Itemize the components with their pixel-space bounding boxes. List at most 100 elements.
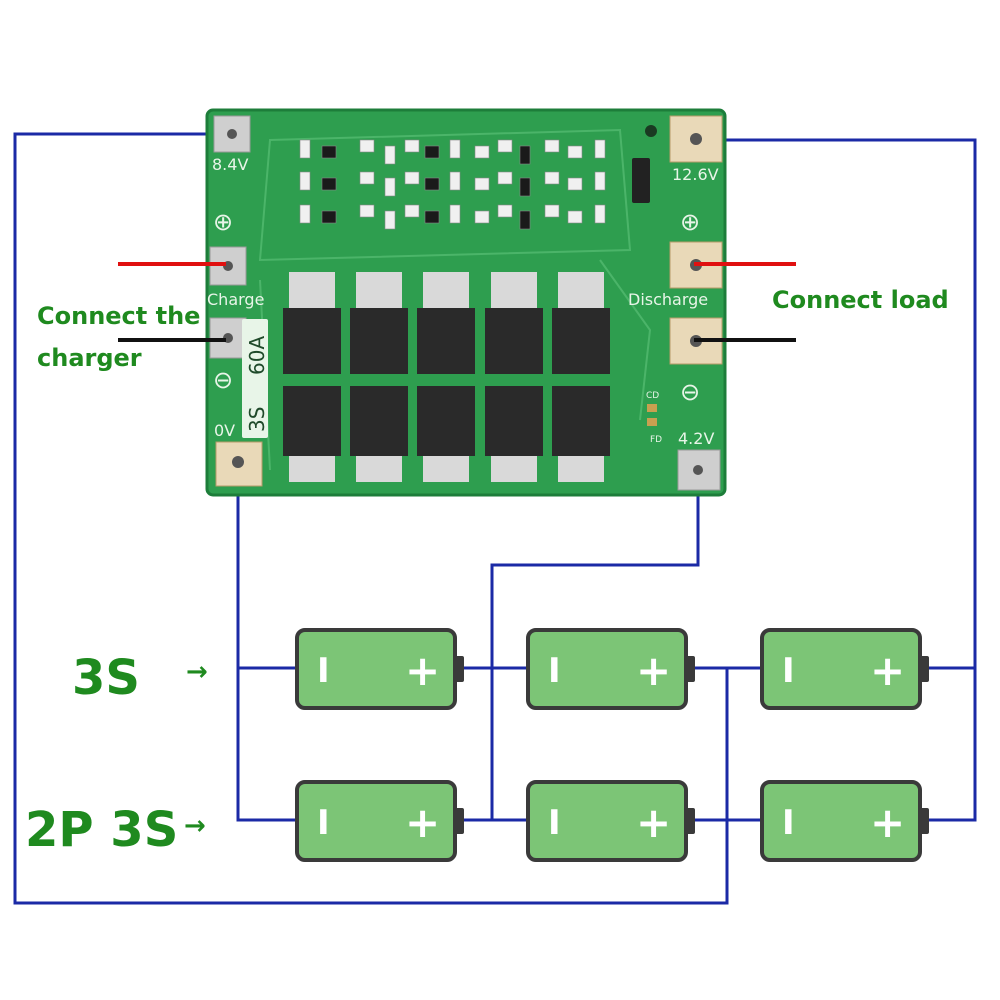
mosfet [552,308,610,374]
mosfet-tab [356,456,402,482]
mosfet-tab [491,456,537,482]
smd-part [424,210,440,224]
model-series: 3S [245,407,269,432]
smd-part [544,139,560,153]
plus-symbol-right: ⊕ [680,208,700,236]
wire-4v2 [490,470,700,820]
label-0v: 0V [214,421,235,440]
smd-components [299,139,606,230]
mosfet-tab [289,272,335,308]
wire-0v [236,462,297,822]
model-label: 3S [242,376,269,438]
battery-cell: I+ [526,628,695,710]
battery-cell: I+ [760,628,929,710]
smd-part [384,145,396,165]
smd-part [449,204,461,224]
battery-terminal [920,808,929,834]
wiring [13,132,977,905]
smd-part [519,145,531,165]
smd-part [384,210,396,230]
battery-plus-sign: + [870,646,905,695]
model-current: 60A [245,336,269,375]
smd-part [519,210,531,230]
chip [632,158,650,203]
battery-minus-sign: I [548,651,561,691]
mosfet-tab [558,272,604,308]
smd-part [299,139,311,159]
mosfet [417,308,475,374]
label-12v6: 12.6V [672,165,719,184]
mosfet [485,308,543,374]
battery-minus-sign: I [317,803,330,843]
smd-part [359,171,375,185]
smd-part [321,177,337,191]
mosfet [552,386,610,456]
label-8v4: 8.4V [212,155,248,174]
battery-cell: I+ [760,780,929,862]
smd-part [424,177,440,191]
mosfet [283,386,341,456]
battery-terminal [920,656,929,682]
smd-part [567,177,583,191]
smd-part [474,145,490,159]
minus-symbol-right: ⊖ [680,378,700,406]
connect-charger-line2: charger [37,344,142,372]
smd-part [594,139,606,159]
battery-plus-sign: + [405,646,440,695]
smd-part [404,139,420,153]
smd-part [519,177,531,197]
smd-part [321,145,337,159]
row-3s-label: 3S [72,650,140,706]
row-3s-arrow: → [186,657,208,687]
mount-hole [645,125,657,137]
smd-part [544,171,560,185]
smd-part [321,210,337,224]
label-4v2: 4.2V [678,429,714,448]
smd-part [424,145,440,159]
smd-part [474,210,490,224]
smd-part [497,204,513,218]
mosfet [350,386,408,456]
smd-part [299,204,311,224]
battery-plus-sign: + [636,646,671,695]
smd-part [567,210,583,224]
wire-12v6 [710,138,977,822]
smd-part [474,177,490,191]
mosfet-tab [423,272,469,308]
battery-terminal [455,808,464,834]
mosfet-tab [491,272,537,308]
bms-board: 8.4V 12.6V ⊕ ⊕ Charge Discharge ⊖ ⊖ 0V 4… [205,108,727,497]
label-discharge: Discharge [628,290,708,309]
battery-terminal [686,808,695,834]
mosfet [417,386,475,456]
battery-cell: I+ [295,780,464,862]
battery-cell: I+ [295,628,464,710]
battery-terminal [686,656,695,682]
mosfet [350,308,408,374]
battery-minus-sign: I [782,803,795,843]
connect-load-label: Connect load [772,286,949,314]
battery-plus-sign: + [405,798,440,847]
battery-cells: I+I+I+I+I+I+ [295,628,929,862]
smd-part [449,171,461,191]
mosfet-tab [423,456,469,482]
pad-4v2 [677,449,721,491]
smd-part [384,177,396,197]
mosfet [485,386,543,456]
connect-charger-line1: Connect the [37,302,200,330]
battery-cell: I+ [526,780,695,862]
label-charge: Charge [207,290,264,309]
smd-part [449,139,461,159]
smd-part [567,145,583,159]
smd-part [359,139,375,153]
smd-part [299,171,311,191]
smd-part [497,171,513,185]
battery-plus-sign: + [636,798,671,847]
mosfet-array [283,272,610,482]
battery-minus-sign: I [548,803,561,843]
battery-plus-sign: + [870,798,905,847]
smd-part [404,204,420,218]
battery-minus-sign: I [317,651,330,691]
smd-part [497,139,513,153]
